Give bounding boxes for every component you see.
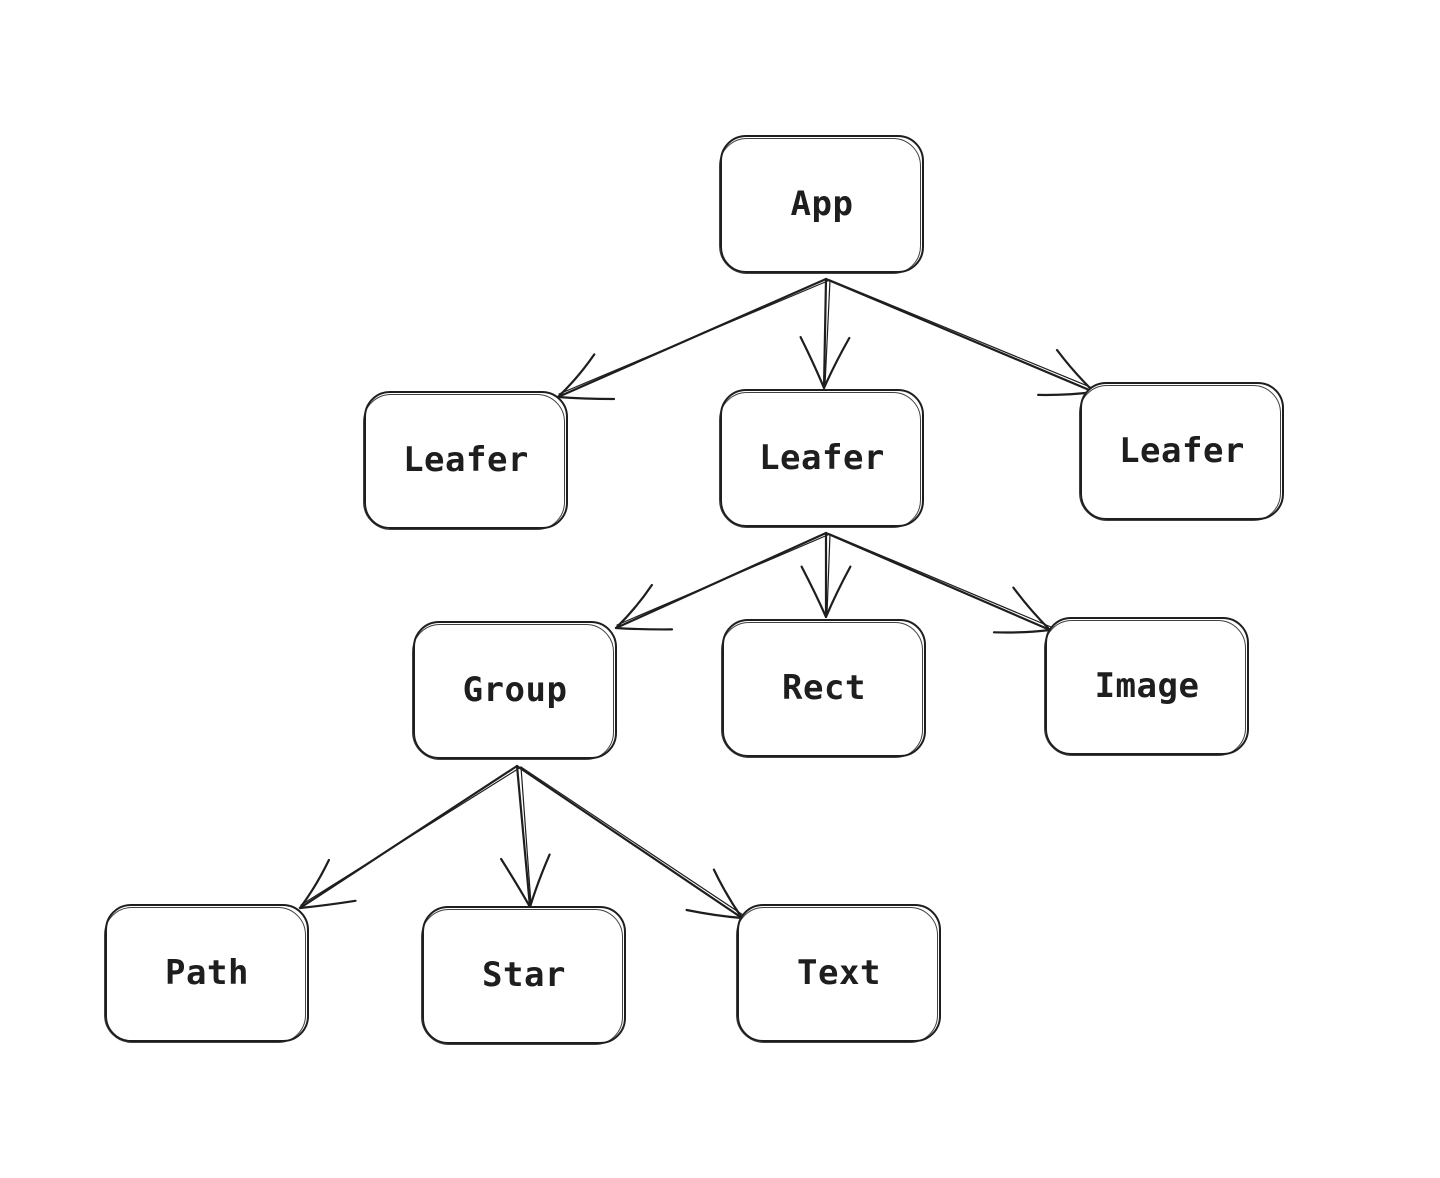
- node-star-label: Star: [482, 955, 566, 995]
- arrowhead: [298, 858, 357, 910]
- edge-group-to-text: [515, 764, 744, 920]
- node-path-label: Path: [165, 953, 249, 993]
- node-leafer-left-label: Leafer: [403, 440, 529, 480]
- edge-group-to-path: [298, 764, 522, 910]
- edge-app-to-leafer-left: [556, 277, 831, 401]
- node-app-label: App: [790, 184, 854, 224]
- edge-group-to-star: [500, 764, 551, 909]
- node-group-label: Group: [462, 670, 568, 710]
- node-rect-label: Rect: [782, 668, 866, 708]
- node-text-label: Text: [797, 953, 881, 993]
- node-app[interactable]: App: [719, 135, 924, 274]
- node-group[interactable]: Group: [412, 621, 617, 760]
- node-leafer-center-label: Leafer: [759, 438, 885, 478]
- edge-leafer-center-to-rect: [800, 531, 852, 619]
- arrowhead: [800, 565, 852, 619]
- edge-app-to-leafer-center: [799, 277, 851, 390]
- edge-leafer-center-to-group: [614, 531, 831, 631]
- node-image[interactable]: Image: [1044, 617, 1249, 756]
- edge-leafer-center-to-image: [824, 531, 1052, 634]
- arrowhead: [799, 336, 851, 390]
- node-leafer-center[interactable]: Leafer: [719, 389, 924, 528]
- node-leafer-left[interactable]: Leafer: [363, 391, 568, 530]
- node-leafer-right-label: Leafer: [1119, 431, 1245, 471]
- arrowhead: [685, 868, 744, 920]
- node-text[interactable]: Text: [736, 904, 941, 1043]
- node-rect[interactable]: Rect: [721, 619, 926, 758]
- node-path[interactable]: Path: [104, 904, 309, 1043]
- node-image-label: Image: [1094, 666, 1200, 706]
- node-leafer-right[interactable]: Leafer: [1079, 382, 1284, 521]
- edge-app-to-leafer-right: [824, 277, 1096, 397]
- arrowhead: [614, 583, 674, 631]
- node-star[interactable]: Star: [421, 906, 626, 1045]
